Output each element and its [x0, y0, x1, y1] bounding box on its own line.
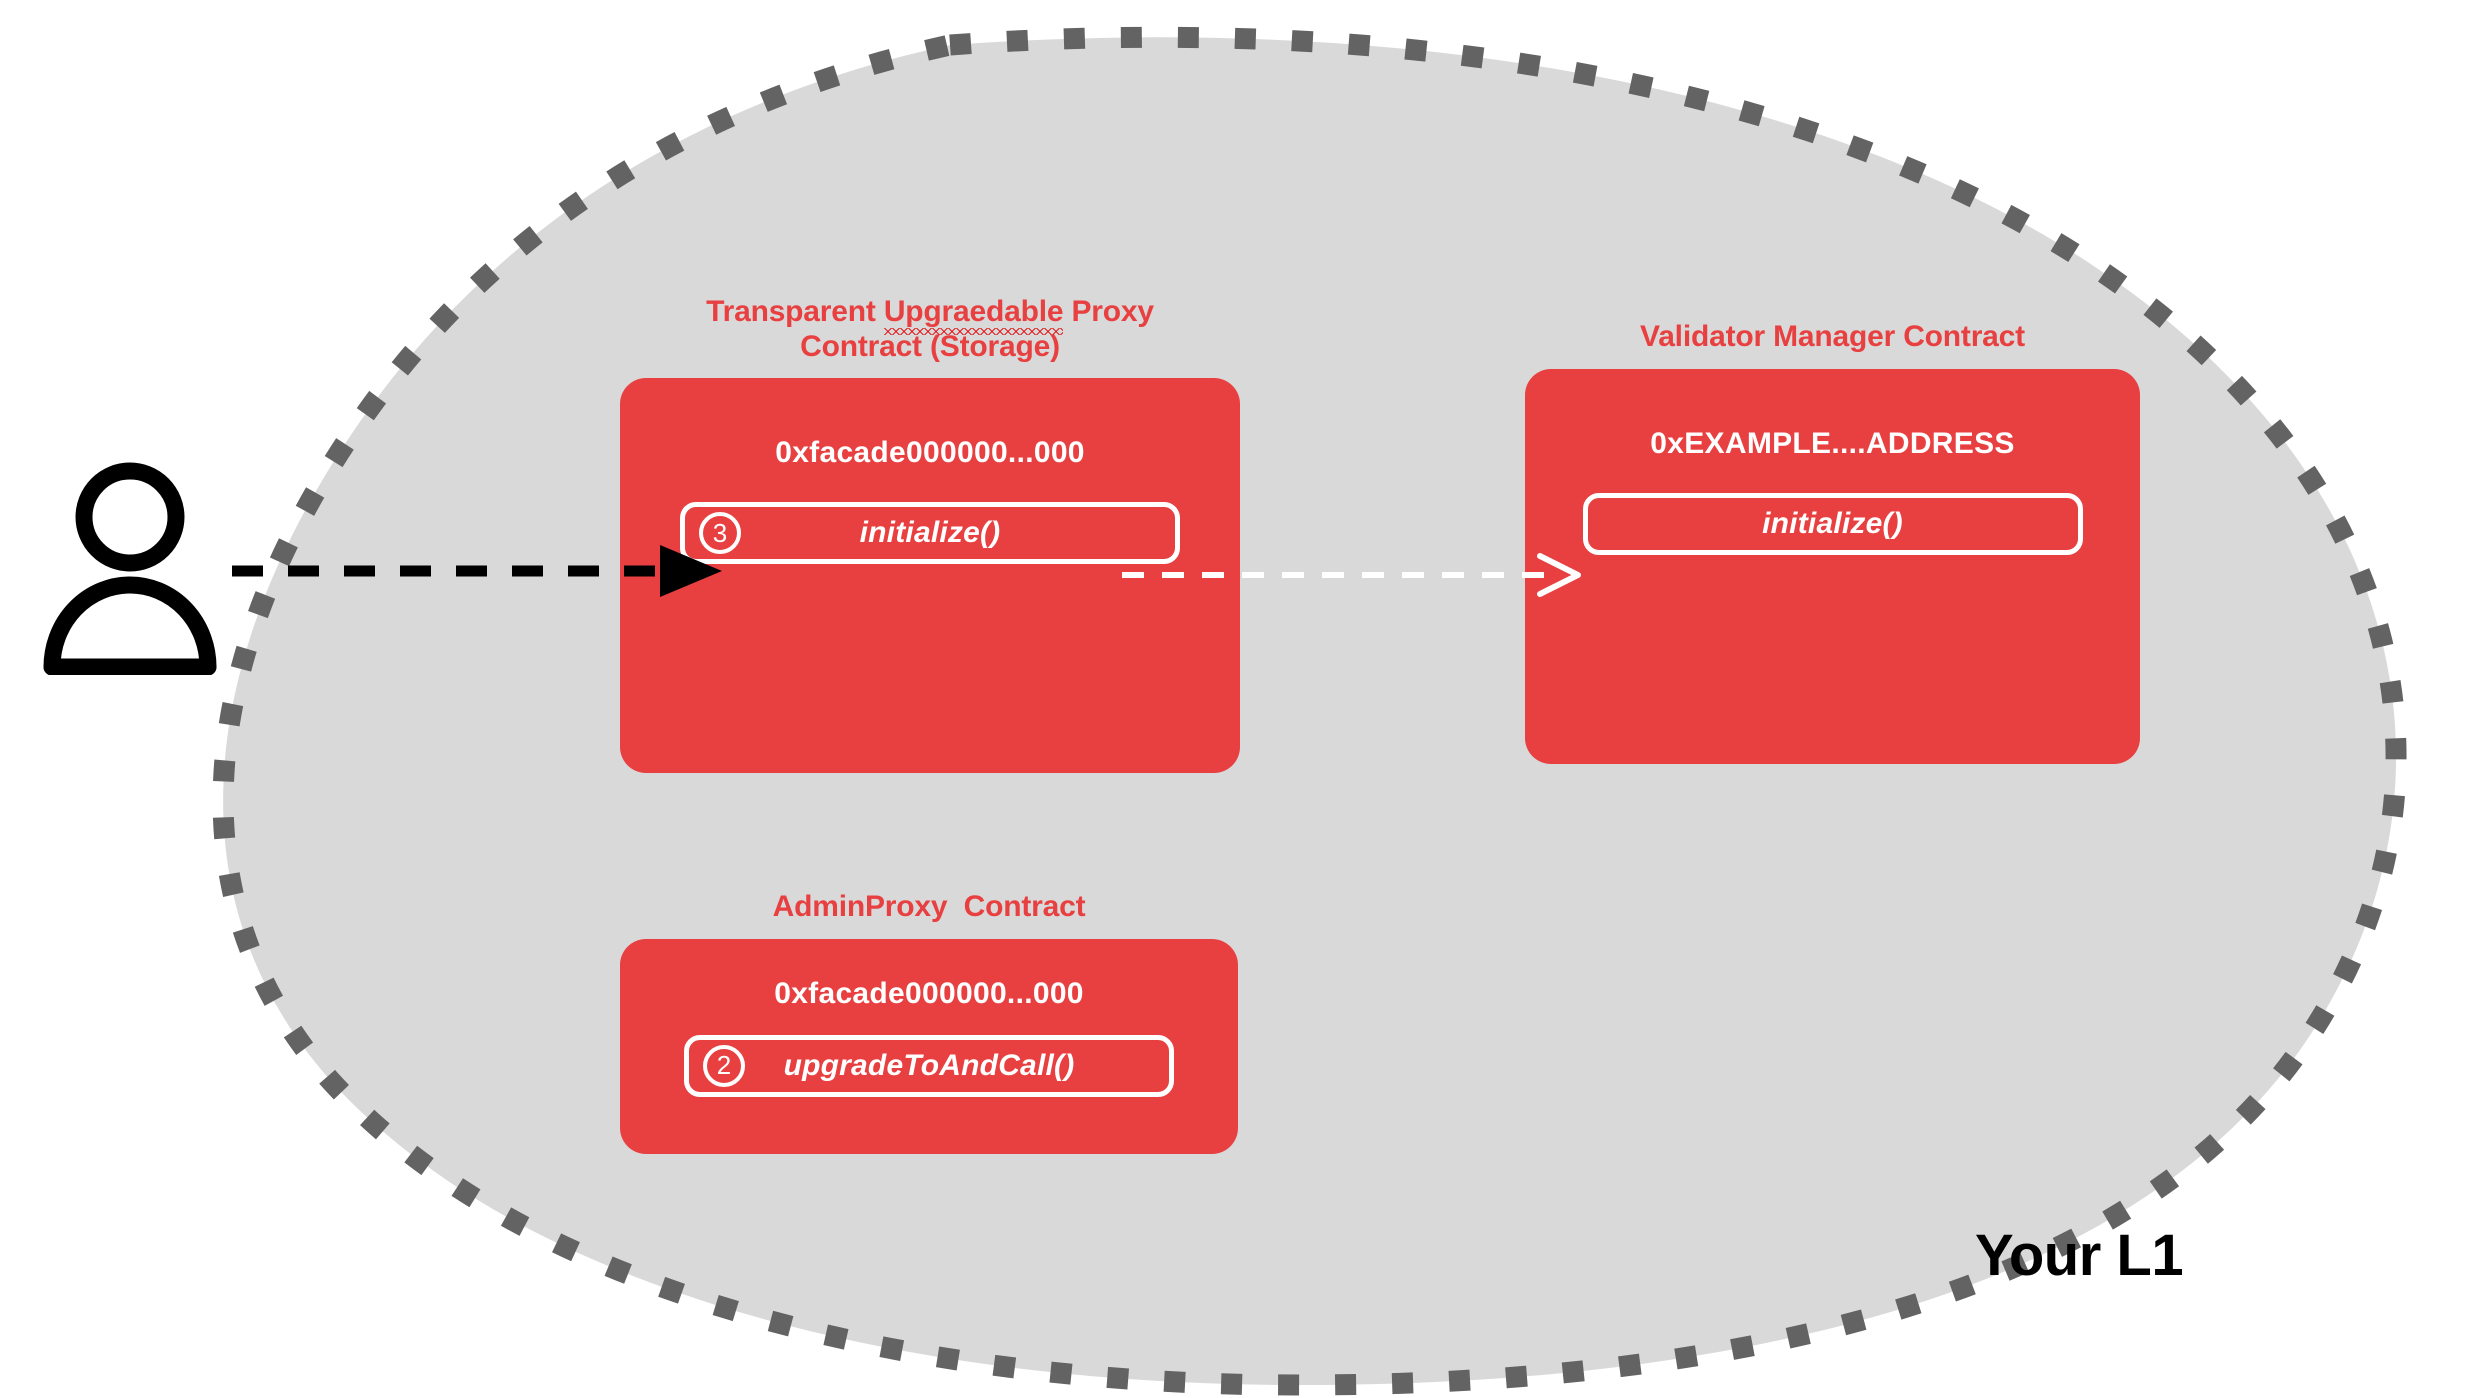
person-icon [43, 462, 217, 675]
method-label-initialize: initialize() [859, 516, 1001, 549]
contract-title-validator-manager: Validator Manager Contract [1640, 320, 2025, 353]
contract-validator-manager: Validator Manager Contract 0xEXAMPLE....… [1525, 320, 2140, 764]
contract-title-admin-proxy: AdminProxy Contract [772, 890, 1086, 923]
title-part-post: Proxy Contract (Storage) [800, 295, 1154, 363]
method-pill-initialize-vm[interactable]: initialize() [1582, 492, 2083, 555]
contract-box-validator-manager[interactable]: 0xEXAMPLE....ADDRESS initialize() [1525, 368, 2140, 764]
method-pill-initialize-proxy[interactable]: 3 initialize() [680, 502, 1180, 564]
l1-label: Your L1 [1975, 1223, 2184, 1288]
step-badge-2: 2 [703, 1044, 745, 1087]
title-part-pre: Transparent [706, 295, 884, 328]
title-part-misspelled: Upgraedable [883, 295, 1064, 334]
contract-box-proxy[interactable]: 0xfacade000000...000 3 initialize() [620, 378, 1240, 773]
contract-address-proxy: 0xfacade000000...000 [775, 436, 1085, 469]
contract-admin-proxy: AdminProxy Contract 0xfacade000000...000… [620, 890, 1238, 1154]
step-badge-3: 3 [699, 512, 741, 554]
contract-address-validator-manager: 0xEXAMPLE....ADDRESS [1650, 426, 2015, 460]
contract-box-admin-proxy[interactable]: 0xfacade000000...000 2 upgradeToAndCall(… [620, 938, 1238, 1154]
method-pill-upgrade-to-and-call[interactable]: 2 upgradeToAndCall() [684, 1034, 1174, 1097]
contract-title-proxy: Transparent Upgraedable Proxy Contract (… [706, 295, 1154, 364]
method-label-upgrade-to-and-call: upgradeToAndCall() [783, 1048, 1075, 1082]
contract-address-admin-proxy: 0xfacade000000...000 [774, 976, 1084, 1010]
method-label-initialize-vm: initialize() [1762, 506, 1903, 540]
contract-transparent-upgradeable-proxy: Transparent Upgraedable Proxy Contract (… [620, 295, 1240, 773]
